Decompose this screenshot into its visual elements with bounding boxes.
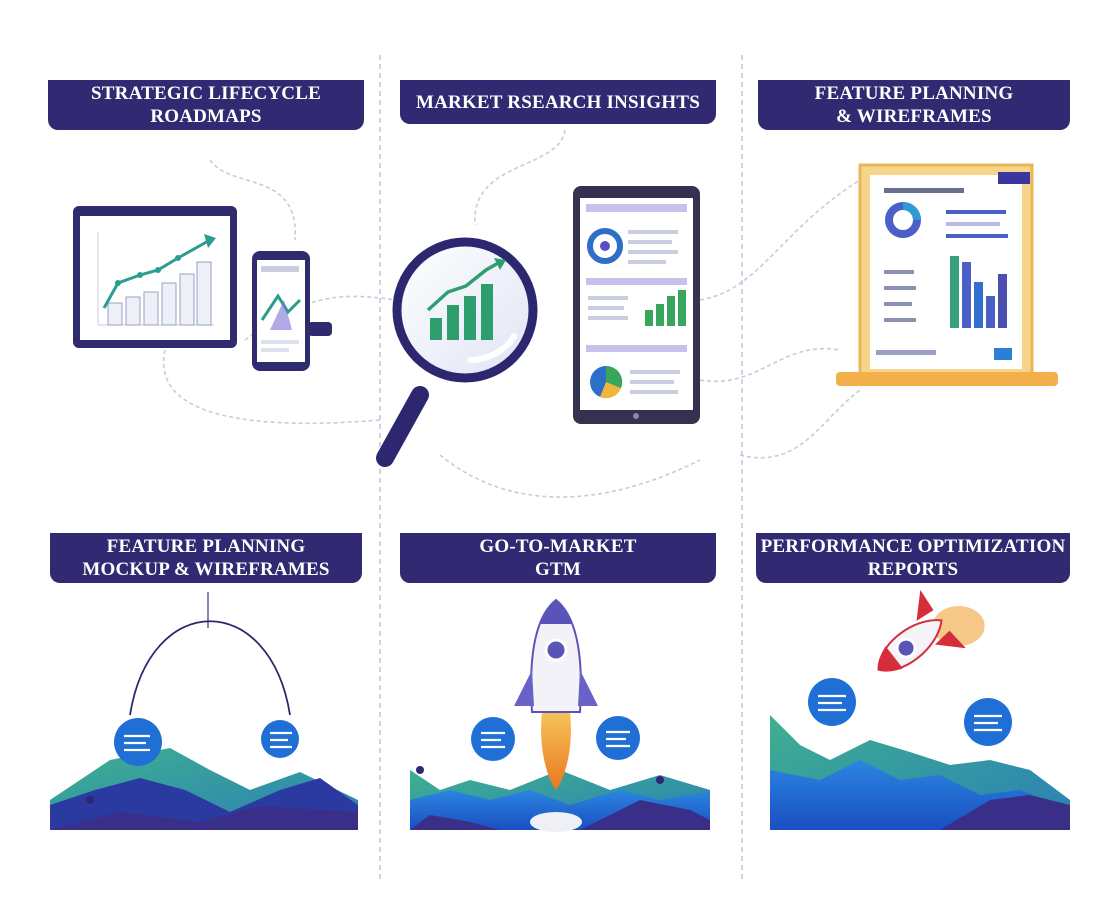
title-banner-gtm: GO-TO-MARKET GTM xyxy=(400,533,716,583)
title-line-1: FEATURE PLANNING xyxy=(814,83,1014,104)
title-banner-market: MARKET RSEARCH INSIGHTS xyxy=(400,80,716,124)
title-line-2: REPORTS xyxy=(867,559,959,580)
whiteboard-tray xyxy=(836,372,1058,386)
title-banner-strategic: STRATEGIC LIFECYCLE ROADMAPS xyxy=(48,80,364,130)
title-line-1: GO-TO-MARKET xyxy=(479,536,637,557)
performance-illustration xyxy=(770,589,1070,830)
title-line-1: MARKET RSEARCH INSIGHTS xyxy=(415,91,701,113)
lens-bar-chart xyxy=(430,284,493,340)
wireframe-board-illustration xyxy=(836,163,1058,386)
title-line-1: PERFORMANCE OPTIMIZATION xyxy=(760,536,1066,557)
growth-line xyxy=(102,238,211,309)
market-research-illustration xyxy=(376,186,700,467)
title-line-2: & WIREFRAMES xyxy=(836,106,992,127)
title-line-2: GTM xyxy=(535,559,581,580)
growth-arrow-icon xyxy=(204,234,216,248)
title-line-2: MOCKUP & WIREFRAMES xyxy=(82,559,330,580)
rocket-flame-icon xyxy=(541,712,571,790)
gtm-illustration xyxy=(410,598,710,832)
connector-lines xyxy=(162,129,861,498)
title-banner-mockup: FEATURE PLANNING MOCKUP & WIREFRAMES xyxy=(50,533,362,583)
growth-bars xyxy=(107,261,212,326)
mockup-illustration xyxy=(50,592,358,830)
title-line-1: FEATURE PLANNING xyxy=(106,536,306,557)
panel-dividers xyxy=(379,55,743,880)
launch-smoke xyxy=(530,812,582,832)
red-rocket-icon xyxy=(877,589,985,672)
title-banner-performance: PERFORMANCE OPTIMIZATION REPORTS xyxy=(756,533,1070,583)
strategic-roadmap-illustration xyxy=(73,206,332,371)
magnifier-handle xyxy=(376,386,429,467)
title-line-2: ROADMAPS xyxy=(150,106,262,127)
title-line-1: STRATEGIC LIFECYCLE xyxy=(91,83,321,104)
title-banner-feature: FEATURE PLANNING & WIREFRAMES xyxy=(758,80,1070,130)
wireframe-bar-chart xyxy=(950,256,1007,328)
tablet-bar-chart xyxy=(645,290,686,326)
